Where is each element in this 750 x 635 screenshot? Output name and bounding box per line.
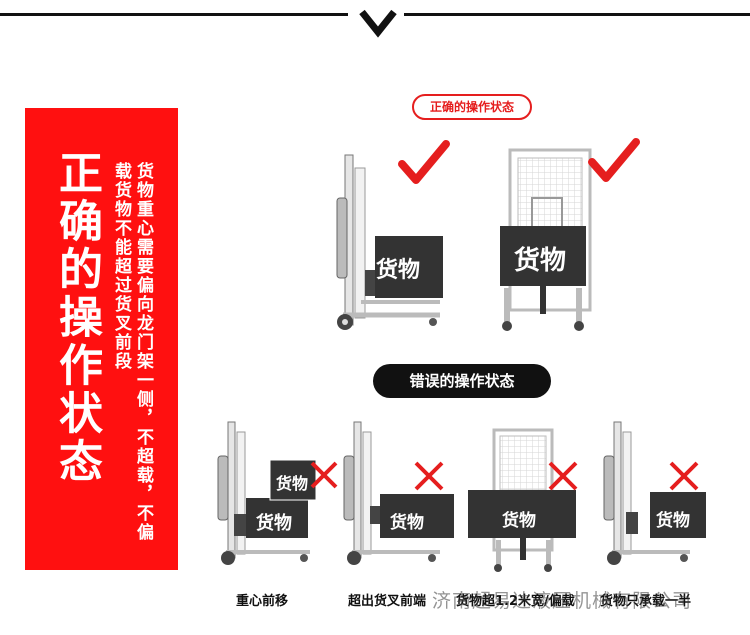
- cross-icon: [414, 461, 444, 491]
- cargo-label: 货物: [256, 513, 292, 534]
- correct-front-stacker: [500, 148, 592, 331]
- caption-beyond-fork: 超出货叉前端: [348, 594, 427, 609]
- chevron-down-icon: [359, 9, 397, 38]
- correct-state-label: 正确的操作状态: [412, 94, 532, 120]
- cross-icon: [548, 461, 578, 491]
- cargo-label: 货物: [514, 246, 567, 276]
- wrong-stacker-2: [343, 421, 454, 565]
- cross-icon: [669, 461, 699, 491]
- company-watermark: 济南超易达液压机械有限公司: [432, 590, 693, 612]
- wrong-stacker-1: [217, 421, 317, 565]
- wrong-state-label: 错误的操作状态: [373, 364, 551, 398]
- caption-gravity-forward: 重心前移: [236, 594, 289, 609]
- check-icon: [588, 138, 640, 182]
- cargo-label: 货物: [502, 511, 536, 531]
- wrong-stacker-3: [468, 428, 576, 572]
- wrong-stacker-4: [603, 421, 706, 565]
- correct-side-stacker: [336, 154, 443, 330]
- cargo-label: 货物: [276, 474, 309, 493]
- cross-icon: [310, 461, 338, 489]
- header-divider-left: [0, 13, 348, 16]
- caption-half-load: 货物只承载一半: [600, 594, 692, 609]
- cargo-label: 货物: [376, 258, 421, 283]
- caption-too-wide: 货物超1.2米宽/偏载: [456, 594, 575, 609]
- cargo-label: 货物: [656, 511, 690, 531]
- red-banner: [25, 108, 178, 570]
- banner-title: 正确的操作状态: [51, 150, 102, 486]
- header-divider-right: [404, 13, 750, 16]
- banner-description: 货物重心需要偏向龙门架一侧，不超载，不偏载货物不能超过货叉前段: [111, 162, 153, 542]
- cargo-label: 货物: [390, 513, 424, 533]
- check-icon: [398, 140, 450, 184]
